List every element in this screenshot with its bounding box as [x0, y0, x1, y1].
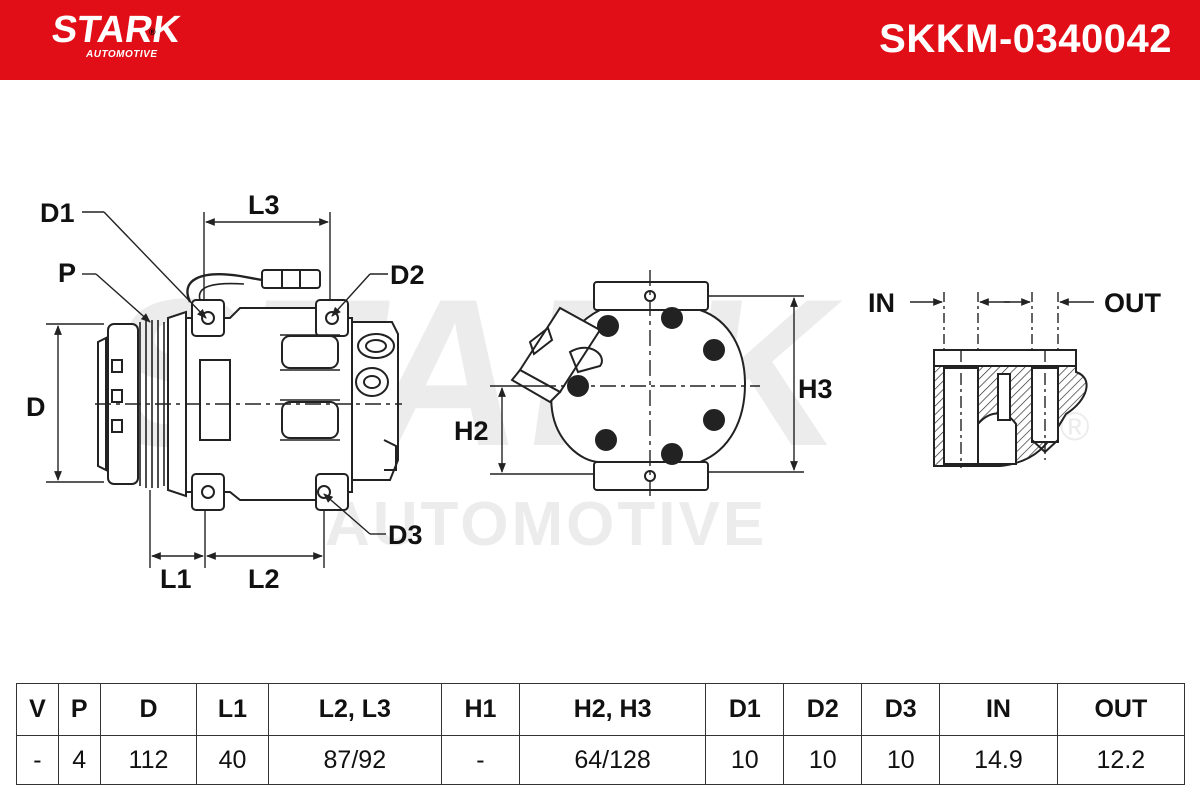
- header-h1: H1: [440, 683, 520, 736]
- label-d: D: [26, 392, 46, 422]
- label-l3: L3: [248, 190, 280, 220]
- label-d1: D1: [40, 198, 75, 228]
- header-d3: D3: [861, 683, 941, 736]
- header-l2-l3: L2, L3: [267, 683, 442, 736]
- logo-registered-mark: ®: [149, 27, 156, 37]
- part-number: SKKM-0340042: [879, 17, 1172, 61]
- header-d1: D1: [705, 683, 785, 736]
- label-h2: H2: [454, 416, 489, 446]
- header-l1: L1: [196, 683, 269, 736]
- port-section-view: [933, 349, 1088, 467]
- header-d2: D2: [783, 683, 863, 736]
- spec-value-row: - 4 112 40 87/92 - 64/128 10 10 10 14.9 …: [16, 735, 1186, 785]
- value-p: 4: [57, 735, 101, 785]
- header-bar: STARK AUTOMOTIVE ® SKKM-0340042: [0, 0, 1200, 80]
- header-h2-h3: H2, H3: [518, 683, 707, 736]
- value-d3: 10: [861, 735, 941, 785]
- label-l2: L2: [248, 564, 280, 594]
- spec-header-row: V P D L1 L2, L3 H1 H2, H3 D1 D2 D3 IN OU…: [16, 683, 1186, 736]
- value-h1: -: [440, 735, 520, 785]
- side-view-dimensions: [46, 211, 388, 568]
- value-h2-h3: 64/128: [518, 735, 707, 785]
- label-d2: D2: [390, 260, 425, 290]
- watermark-line2: AUTOMOTIVE: [325, 490, 767, 559]
- header-in: IN: [939, 683, 1058, 736]
- value-out: 12.2: [1056, 735, 1186, 785]
- port-dimensions: [910, 292, 1094, 468]
- header-p: P: [57, 683, 101, 736]
- label-d3: D3: [388, 520, 423, 550]
- rear-view-dimensions: [490, 295, 804, 475]
- label-l1: L1: [160, 564, 192, 594]
- label-out: OUT: [1104, 288, 1162, 318]
- value-d1: 10: [705, 735, 785, 785]
- value-d: 112: [99, 735, 198, 785]
- value-v: -: [16, 735, 59, 785]
- header-d: D: [99, 683, 198, 736]
- compressor-rear-view: [510, 281, 747, 491]
- label-in: IN: [868, 288, 895, 318]
- compressor-side-view: [97, 269, 399, 511]
- stark-logo: STARK AUTOMOTIVE: [49, 9, 183, 60]
- logo-sub: AUTOMOTIVE: [86, 49, 158, 60]
- label-h3: H3: [798, 374, 833, 404]
- value-l1: 40: [196, 735, 269, 785]
- header-v: V: [16, 683, 59, 736]
- header-out: OUT: [1056, 683, 1186, 736]
- spec-table: V P D L1 L2, L3 H1 H2, H3 D1 D2 D3 IN OU…: [16, 683, 1186, 785]
- label-p: P: [58, 258, 76, 288]
- value-d2: 10: [783, 735, 863, 785]
- value-l2-l3: 87/92: [267, 735, 442, 785]
- value-in: 14.9: [939, 735, 1058, 785]
